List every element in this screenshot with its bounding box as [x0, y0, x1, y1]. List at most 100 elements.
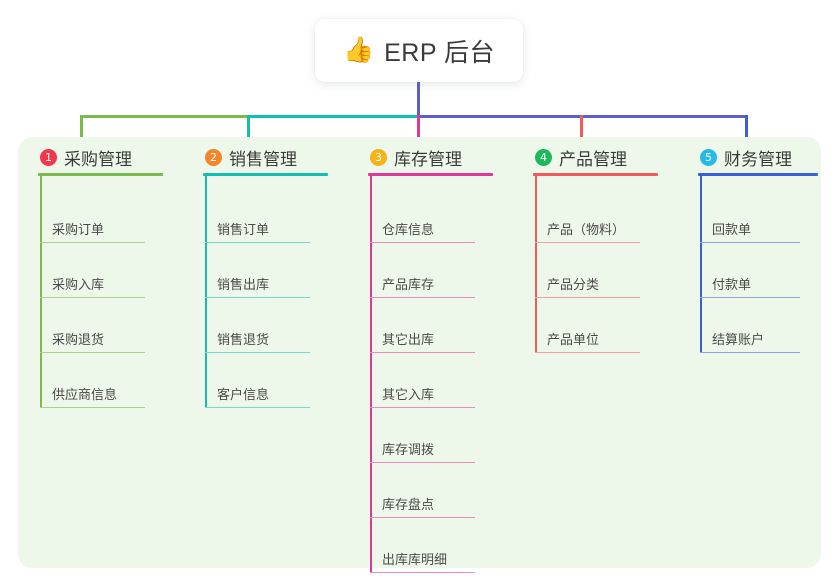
connector-drop-5 [745, 115, 748, 139]
branch-item[interactable]: 仓库信息 [370, 195, 475, 243]
branch-item-rule [205, 351, 310, 353]
branch-item-rule [535, 241, 640, 243]
branch-item-rule [700, 351, 800, 353]
branch-item-rule [700, 296, 800, 298]
branch-header-rule [698, 173, 818, 176]
branch-number-badge: 2 [205, 149, 222, 166]
branch-item-label: 库存盘点 [382, 497, 435, 512]
branch-item[interactable]: 产品（物料） [535, 195, 640, 243]
thumbs-up-icon: 👍 [342, 36, 375, 64]
branch-item-rule [535, 296, 640, 298]
branch-number-badge: 1 [40, 149, 57, 166]
branch-header-2[interactable]: 2 销售管理 [205, 145, 297, 170]
branch-item-rule [40, 241, 145, 243]
branch-header-rule [203, 173, 328, 176]
branch-number-badge: 3 [370, 149, 387, 166]
connector-bus-segment-1 [80, 115, 250, 118]
branch-item-rule [40, 351, 145, 353]
branch-item-label: 付款单 [712, 277, 752, 292]
branch-item-label: 采购退货 [52, 332, 105, 347]
branch-item-label: 回款单 [712, 222, 752, 237]
branch-item-rule [370, 461, 475, 463]
branch-item-rule [205, 296, 310, 298]
branch-item-rule [370, 351, 475, 353]
branch-item-label: 供应商信息 [52, 387, 118, 402]
branch-item-label: 采购入库 [52, 277, 105, 292]
branch-spine [535, 176, 537, 353]
branch-column-3: 3 库存管理仓库信息产品库存其它出库其它入库库存调拨库存盘点出库库明细 [348, 137, 498, 573]
branch-item-label: 出库库明细 [382, 552, 448, 567]
branch-item-label: 产品（物料） [547, 222, 626, 237]
branch-item[interactable]: 销售订单 [205, 195, 310, 243]
branch-item[interactable]: 其它入库 [370, 360, 475, 408]
branch-item-label: 销售退货 [217, 332, 270, 347]
branch-title: 产品管理 [559, 150, 627, 169]
connector-drop-2 [247, 115, 250, 139]
branch-item-label: 采购订单 [52, 222, 105, 237]
branch-item[interactable]: 产品库存 [370, 250, 475, 298]
branch-spine [40, 176, 42, 408]
branch-item-label: 销售订单 [217, 222, 270, 237]
branch-item-rule [370, 241, 475, 243]
branch-item[interactable]: 回款单 [700, 195, 800, 243]
branch-item-label: 其它入库 [382, 387, 435, 402]
branch-header-rule [368, 173, 493, 176]
branch-item[interactable]: 其它出库 [370, 305, 475, 353]
branch-item[interactable]: 库存调拨 [370, 415, 475, 463]
branch-item-label: 销售出库 [217, 277, 270, 292]
connector-drop-3 [417, 115, 420, 139]
connector-bus-segment-2 [248, 115, 420, 118]
branch-item[interactable]: 付款单 [700, 250, 800, 298]
branch-item[interactable]: 产品分类 [535, 250, 640, 298]
branch-item-rule [370, 516, 475, 518]
branch-column-2: 2 销售管理销售订单销售出库销售退货客户信息 [183, 137, 333, 568]
branch-item[interactable]: 采购订单 [40, 195, 145, 243]
branch-item[interactable]: 出库库明细 [370, 525, 475, 573]
branch-item[interactable]: 库存盘点 [370, 470, 475, 518]
branch-spine [205, 176, 207, 408]
branch-item[interactable]: 销售出库 [205, 250, 310, 298]
branch-item-rule [370, 571, 475, 573]
branch-item-label: 仓库信息 [382, 222, 435, 237]
branch-item-rule [205, 241, 310, 243]
branch-title: 库存管理 [394, 150, 462, 169]
branch-item[interactable]: 供应商信息 [40, 360, 145, 408]
branch-item[interactable]: 产品单位 [535, 305, 640, 353]
branch-item-label: 其它出库 [382, 332, 435, 347]
branch-spine [370, 176, 372, 573]
branch-spine [700, 176, 702, 353]
branch-item-label: 产品库存 [382, 277, 435, 292]
branch-item[interactable]: 销售退货 [205, 305, 310, 353]
branch-item-rule [535, 351, 640, 353]
branch-item-rule [370, 296, 475, 298]
connector-bus-segment-3 [418, 115, 748, 118]
branch-header-3[interactable]: 3 库存管理 [370, 145, 462, 170]
branch-header-rule [533, 173, 658, 176]
connector-drop-1 [80, 115, 83, 139]
branch-item-rule [700, 241, 800, 243]
branch-item[interactable]: 结算账户 [700, 305, 800, 353]
branch-item[interactable]: 客户信息 [205, 360, 310, 408]
branch-item-label: 产品分类 [547, 277, 600, 292]
branch-item-label: 客户信息 [217, 387, 270, 402]
branch-title: 销售管理 [229, 150, 297, 169]
branch-item-rule [40, 406, 145, 408]
branch-item-label: 结算账户 [712, 332, 765, 347]
branch-item-rule [40, 296, 145, 298]
connector-drop-4 [580, 115, 583, 139]
branch-title: 财务管理 [724, 150, 792, 169]
branch-header-rule [38, 173, 163, 176]
root-node[interactable]: 👍 ERP 后台 [315, 19, 523, 82]
branch-item-label: 产品单位 [547, 332, 600, 347]
branch-item[interactable]: 采购退货 [40, 305, 145, 353]
branch-item-rule [370, 406, 475, 408]
branch-item[interactable]: 采购入库 [40, 250, 145, 298]
